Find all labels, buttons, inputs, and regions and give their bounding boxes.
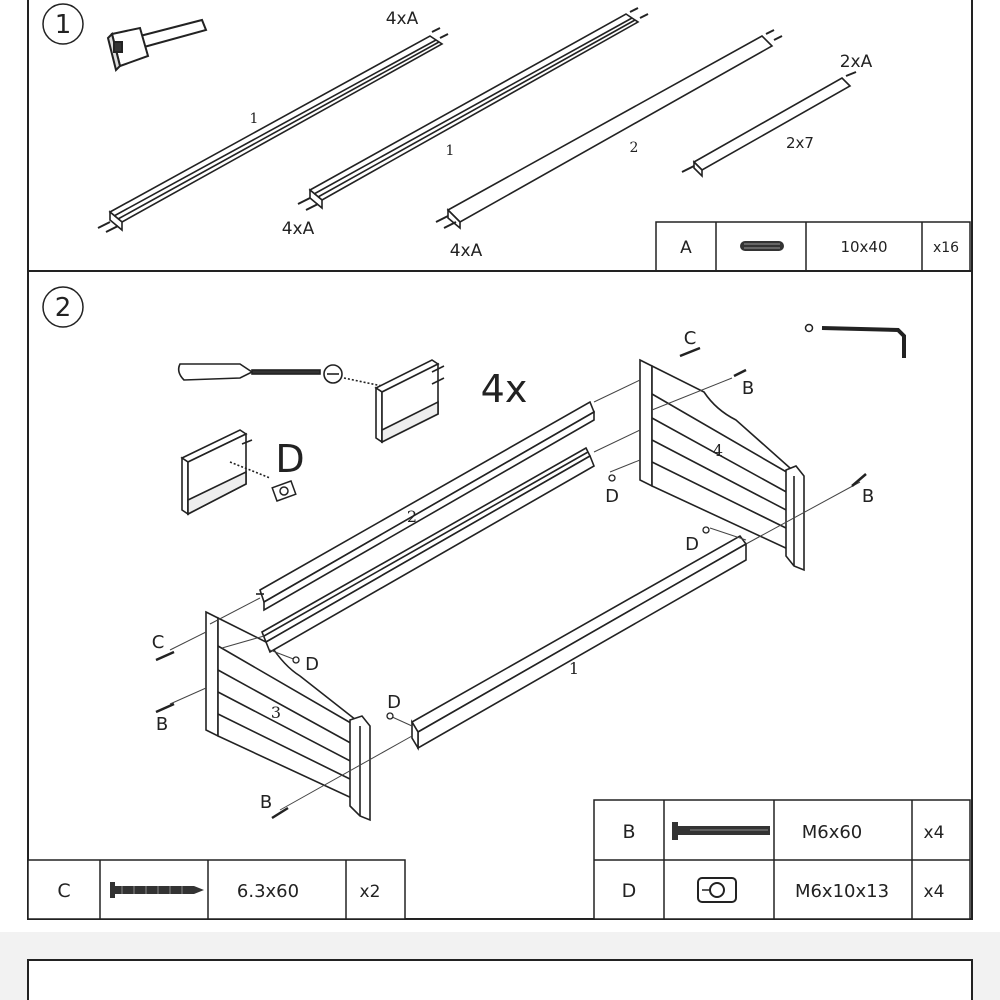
rail1-part-label: 1 [250, 111, 259, 127]
side-rail-middle [260, 446, 596, 654]
letter-b-right-top: B [742, 378, 754, 399]
dowels-rail-1 [97, 27, 449, 233]
part-label-side-rail-back: 2 [407, 507, 417, 526]
fastener-marks [155, 346, 867, 820]
part-label-headboard: 4 [713, 441, 723, 460]
legend-c-key: C [57, 880, 70, 902]
letter-b-left-lower: B [260, 792, 272, 813]
slat-top-label: 2xA [840, 52, 873, 72]
bracket-detail-lower [180, 429, 271, 516]
legend-b-key: B [622, 821, 635, 843]
dowels-rail-2 [297, 7, 649, 211]
multiplier-label: 4x [481, 367, 528, 411]
legend-d-qty: x4 [924, 882, 945, 902]
legend-c-qty: x2 [360, 882, 381, 902]
letter-c-right: C [684, 328, 697, 349]
step-3-panel-partial [27, 959, 973, 1000]
letter-d-mid: D [387, 692, 401, 713]
letter-b-right-mid: B [862, 486, 874, 507]
rail-1-first [108, 35, 444, 232]
part-label-footboard: 3 [271, 703, 281, 722]
part-label-side-rail-front: 1 [569, 659, 579, 678]
letter-b-left-upper: B [156, 714, 168, 735]
letter-d-right-lower: D [685, 534, 699, 555]
wood-screw-icon [110, 882, 204, 898]
step-1-number: 1 [55, 10, 72, 40]
bolt-icon [672, 822, 770, 840]
detail-d-letter: D [275, 437, 304, 481]
step-1-number-badge: 1 [42, 3, 84, 45]
assembly-guide-lines [169, 377, 861, 811]
legend-d-key: D [622, 880, 637, 902]
rail1-top-label: 4xA [386, 9, 419, 29]
legend-a-key: A [680, 238, 692, 258]
rail1-bottom-label: 4xA [282, 219, 315, 239]
slat-board [692, 77, 852, 178]
barrel-nut-detail-icon [271, 480, 297, 502]
legend-bolt-nut-table: B M6x60 x4 D M6x10x13 x4 [593, 799, 971, 920]
step-2-number: 2 [55, 293, 72, 323]
rail3-part-label: 2 [630, 140, 639, 156]
bracket-detail-upper [374, 359, 445, 444]
legend-a-size: 10x40 [840, 238, 887, 256]
allen-key-icon [804, 323, 906, 358]
rail3-bottom-label: 4xA [450, 241, 483, 261]
barrel-nut-marks [292, 474, 710, 720]
letter-d-right-upper: D [605, 486, 619, 507]
dowel-icon [740, 241, 784, 251]
legend-b-qty: x4 [924, 823, 945, 843]
step-2-number-badge: 2 [42, 286, 84, 328]
letter-d-left: D [305, 654, 319, 675]
legend-screw-table: C 6.3x60 x2 [27, 859, 406, 920]
letter-c-left: C [152, 632, 165, 653]
legend-b-size: M6x60 [802, 822, 863, 843]
rail2-part-label: 1 [446, 143, 455, 159]
legend-a-qty: x16 [933, 240, 959, 256]
headboard-panel [639, 358, 805, 572]
screwdriver-icon [177, 363, 421, 395]
barrel-nut-icon [697, 877, 737, 903]
rail-1-second [308, 13, 640, 210]
rail-2-board [446, 35, 774, 230]
mallet-icon [106, 18, 208, 72]
dowels-slat [681, 71, 857, 173]
legend-d-size: M6x10x13 [795, 881, 889, 902]
step-2-panel: 2 D [27, 270, 973, 920]
step-1-legend-table: A 10x40 x16 [655, 221, 971, 272]
step-1-panel: 1 [27, 0, 973, 272]
side-rail-back [256, 400, 596, 612]
dowels-rail-3 [435, 29, 783, 229]
legend-c-size: 6.3x60 [237, 881, 299, 902]
slat-part-label: 2x7 [786, 134, 814, 152]
